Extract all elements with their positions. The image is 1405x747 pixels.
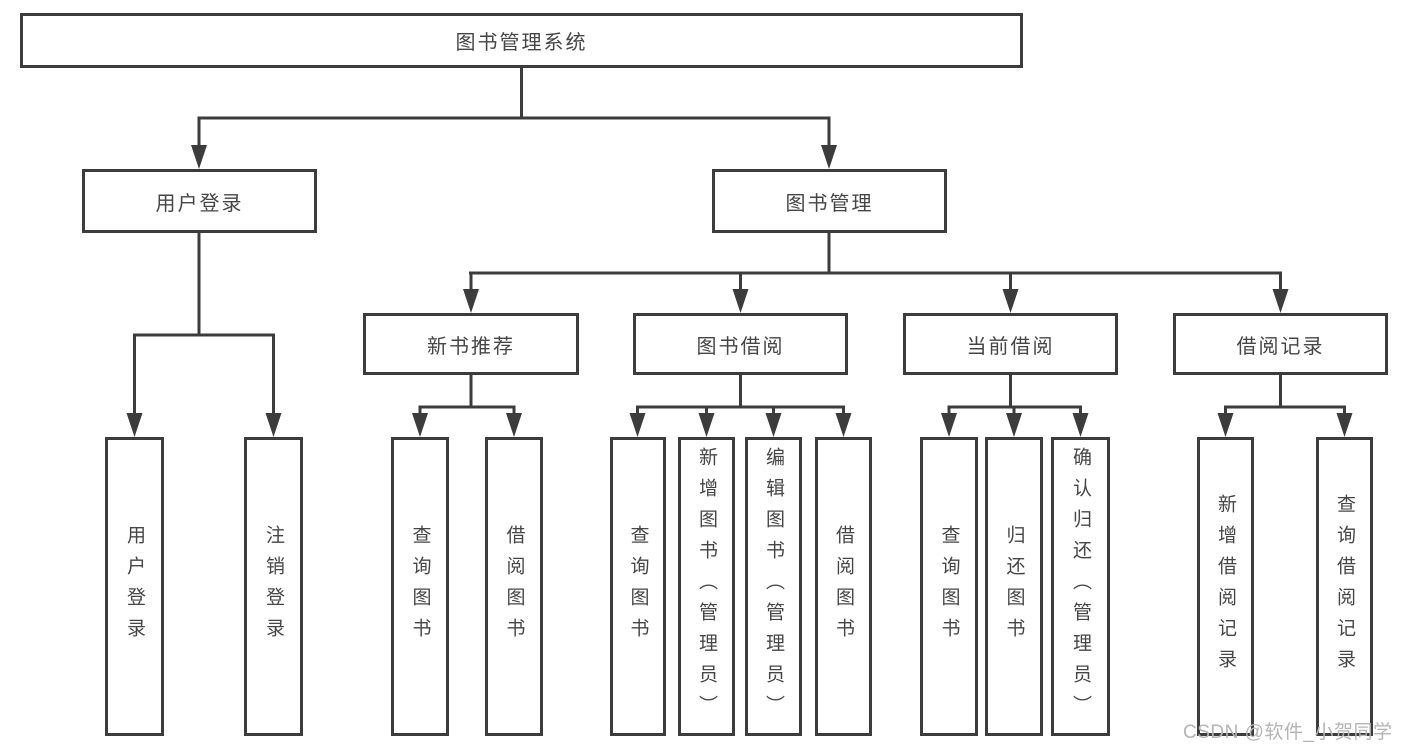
leaf-logout-label: 注销登录 xyxy=(263,524,284,649)
leaf-return-books-label: 归还图书 xyxy=(1003,524,1025,649)
node-new-book-recommend-label: 新书推荐 xyxy=(427,335,515,358)
node-borrow-records-label: 借阅记录 xyxy=(1236,335,1325,358)
node-user-login: 用户登录 xyxy=(82,169,317,233)
leaf-borrow-books-recommend: 借阅图书 xyxy=(485,437,543,736)
leaf-query-borrow-record-label: 查询借阅记录 xyxy=(1334,493,1355,680)
leaf-user-login: 用户登录 xyxy=(105,437,164,736)
leaf-borrow-books-recommend-label: 借阅图书 xyxy=(503,524,525,649)
leaf-add-books-admin-label: 新增图书（管理员） xyxy=(696,447,717,726)
leaf-user-login-label: 用户登录 xyxy=(124,524,145,649)
node-root: 图书管理系统 xyxy=(20,13,1023,68)
leaf-logout: 注销登录 xyxy=(244,437,303,736)
node-current-borrow: 当前借阅 xyxy=(903,313,1118,375)
leaf-query-books-borrow-label: 查询图书 xyxy=(627,524,649,649)
leaf-borrow-books-label: 借阅图书 xyxy=(833,524,854,649)
leaf-query-borrow-record: 查询借阅记录 xyxy=(1316,437,1373,736)
node-user-login-label: 用户登录 xyxy=(155,192,244,215)
node-book-borrow-label: 图书借阅 xyxy=(696,335,785,358)
leaf-query-books-current: 查询图书 xyxy=(920,437,978,736)
leaf-return-books: 归还图书 xyxy=(985,437,1043,736)
leaf-confirm-return-admin-label: 确认归还（管理员） xyxy=(1070,447,1091,726)
leaf-confirm-return-admin: 确认归还（管理员） xyxy=(1051,437,1110,736)
node-book-borrow: 图书借阅 xyxy=(633,313,848,375)
leaf-query-books-recommend: 查询图书 xyxy=(391,437,449,736)
leaf-query-books-borrow: 查询图书 xyxy=(610,437,666,736)
node-new-book-recommend: 新书推荐 xyxy=(363,313,579,375)
leaf-add-borrow-record: 新增借阅记录 xyxy=(1197,437,1254,736)
leaf-edit-books-admin-label: 编辑图书（管理员） xyxy=(763,447,784,726)
leaf-borrow-books: 借阅图书 xyxy=(815,437,872,736)
watermark-text: CSDN @软件_小贺同学 xyxy=(1183,722,1393,743)
node-root-label: 图书管理系统 xyxy=(455,32,588,54)
leaf-edit-books-admin: 编辑图书（管理员） xyxy=(745,437,802,736)
node-book-management: 图书管理 xyxy=(712,169,947,233)
node-book-management-label: 图书管理 xyxy=(785,192,874,215)
node-borrow-records: 借阅记录 xyxy=(1173,313,1388,375)
leaf-query-books-recommend-label: 查询图书 xyxy=(409,524,431,649)
leaf-query-books-current-label: 查询图书 xyxy=(938,524,960,649)
leaf-add-borrow-record-label: 新增借阅记录 xyxy=(1215,493,1236,680)
node-current-borrow-label: 当前借阅 xyxy=(966,335,1055,358)
leaf-add-books-admin: 新增图书（管理员） xyxy=(678,437,735,736)
